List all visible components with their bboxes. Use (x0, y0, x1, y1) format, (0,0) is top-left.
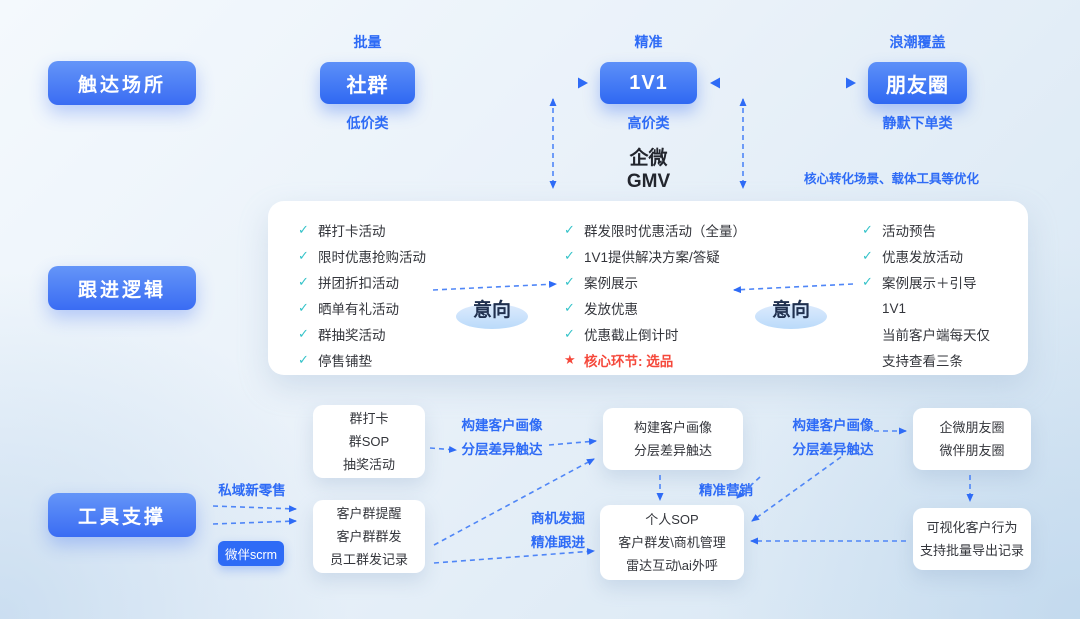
check-icon: ✓ (298, 300, 309, 315)
check-icon: ✓ (564, 326, 575, 341)
check-item: ✓拼团折扣活动 (298, 274, 399, 291)
check-icon: ✓ (862, 248, 873, 263)
row-label-reach: 触达场所 (48, 61, 196, 105)
note-business-opportunity: 商机发掘 精准跟进 (531, 511, 585, 550)
note-customer-profile-left: 构建客户画像 分层差异触达 (461, 418, 543, 457)
check-icon: ✓ (298, 352, 309, 367)
check-icon: ✓ (298, 274, 309, 289)
check-item: ✓群打卡活动 (298, 222, 386, 239)
check-icon: ✓ (862, 274, 873, 289)
check-item: ✓发放优惠 (564, 300, 638, 317)
check-icon: ✓ (862, 222, 873, 237)
check-icon: ✓ (564, 248, 575, 263)
card-line: 雷达互动\ai外呼 (626, 558, 718, 573)
card-line: 微伴朋友圈 (939, 443, 1005, 458)
followup-panel: ✓群打卡活动 ✓限时优惠抢购活动 ✓拼团折扣活动 ✓晒单有礼活动 ✓群抽奖活动 … (268, 201, 1028, 375)
gmv-label: 企微 GMV (600, 147, 697, 193)
community-mode-tag: 批量 (353, 34, 382, 50)
card-behavior-visualization: 可视化客户行为 支持批量导出记录 (913, 508, 1031, 570)
check-item: ✓1V1提供解决方案/答疑 (564, 248, 720, 265)
card-line: 可视化客户行为 (926, 520, 1018, 535)
note-precise-marketing: 精准营销 (699, 483, 753, 498)
community-activity-list: ✓群打卡活动 ✓限时优惠抢购活动 ✓拼团折扣活动 ✓晒单有礼活动 ✓群抽奖活动 … (298, 217, 426, 373)
intent-right-label: 意向 (751, 295, 831, 329)
check-item: ✓案例展示 (564, 274, 638, 291)
check-item: ✓群抽奖活动 (298, 326, 386, 343)
intent-highlight (456, 304, 528, 329)
check-icon: ✓ (298, 248, 309, 263)
note-line: 支持查看三条 (882, 354, 963, 369)
card-line: 分层差异触达 (633, 443, 712, 458)
moments-activity-list: ✓活动预告 ✓优惠发放活动 ✓案例展示＋引导 1V1 当前客户端每天仅 支持查看… (862, 217, 990, 373)
card-line: 群SOP (348, 434, 390, 449)
note-line: 1V1 (882, 300, 907, 316)
optimization-note: 核心转化场景、载体工具等优化 (804, 172, 980, 186)
card-line: 客户群提醒 (336, 506, 402, 521)
check-icon: ✓ (564, 222, 575, 237)
card-line: 个人SOP (645, 512, 699, 527)
community-node: 社群 (320, 62, 415, 104)
check-icon: ✓ (298, 326, 309, 341)
gmv-line2: GMV (626, 171, 671, 192)
card-line: 企微朋友圈 (939, 420, 1005, 435)
note-customer-profile-right: 构建客户画像 分层差异触达 (792, 418, 874, 457)
star-icon: ★ (564, 352, 576, 367)
onetoone-node: 1V1 (600, 62, 697, 104)
check-item: ✓晒单有礼活动 (298, 300, 399, 317)
card-customer-profile: 构建客户画像 分层差异触达 (603, 408, 743, 470)
check-item: ✓活动预告 (862, 222, 936, 239)
card-line: 抽奖活动 (342, 457, 395, 472)
moments-category-tag: 静默下单类 (882, 115, 953, 131)
onetoone-activity-list: ✓群发限时优惠活动（全量） ✓1V1提供解决方案/答疑 ✓案例展示 ✓发放优惠 … (564, 217, 746, 373)
moments-mode-tag: 浪潮覆盖 (889, 34, 946, 50)
card-line: 构建客户画像 (633, 420, 712, 435)
intent-left-label: 意向 (452, 295, 532, 329)
moments-node: 朋友圈 (868, 62, 967, 104)
card-line: 员工群发记录 (329, 552, 408, 567)
check-item: ✓优惠发放活动 (862, 248, 963, 265)
row-label-followup: 跟进逻辑 (48, 266, 196, 310)
onetoone-mode-tag: 精准 (634, 34, 663, 50)
intent-highlight (755, 304, 827, 329)
core-step-item: ★核心环节: 选品 (564, 352, 674, 369)
check-item: ✓停售铺垫 (298, 352, 372, 369)
card-line: 群打卡 (349, 411, 389, 426)
card-line: 客户群发\商机管理 (618, 535, 726, 550)
check-item: ✓案例展示＋引导 (862, 274, 977, 291)
check-item: ✓群发限时优惠活动（全量） (564, 222, 746, 239)
card-group-operations: 群打卡 群SOP 抽奖活动 (313, 405, 425, 478)
check-icon: ✓ (564, 274, 575, 289)
card-line: 客户群群发 (336, 529, 402, 544)
row-label-tools: 工具支撑 (48, 493, 196, 537)
card-moments-tools: 企微朋友圈 微伴朋友圈 (913, 408, 1031, 470)
private-domain-note: 私域新零售 (218, 483, 286, 498)
card-group-messaging: 客户群提醒 客户群群发 员工群发记录 (313, 500, 425, 573)
check-icon: ✓ (298, 222, 309, 237)
note-line: 当前客户端每天仅 (882, 328, 990, 343)
check-item: ✓限时优惠抢购活动 (298, 248, 426, 265)
check-item: ✓优惠截止倒计时 (564, 326, 679, 343)
card-personal-sop: 个人SOP 客户群发\商机管理 雷达互动\ai外呼 (600, 505, 744, 580)
card-line: 支持批量导出记录 (919, 543, 1024, 558)
gmv-line1: 企微 (629, 148, 668, 169)
community-category-tag: 低价类 (346, 115, 389, 131)
onetoone-category-tag: 高价类 (627, 115, 670, 131)
check-icon: ✓ (564, 300, 575, 315)
weiban-scrm-badge: 微伴scrm (218, 541, 284, 566)
